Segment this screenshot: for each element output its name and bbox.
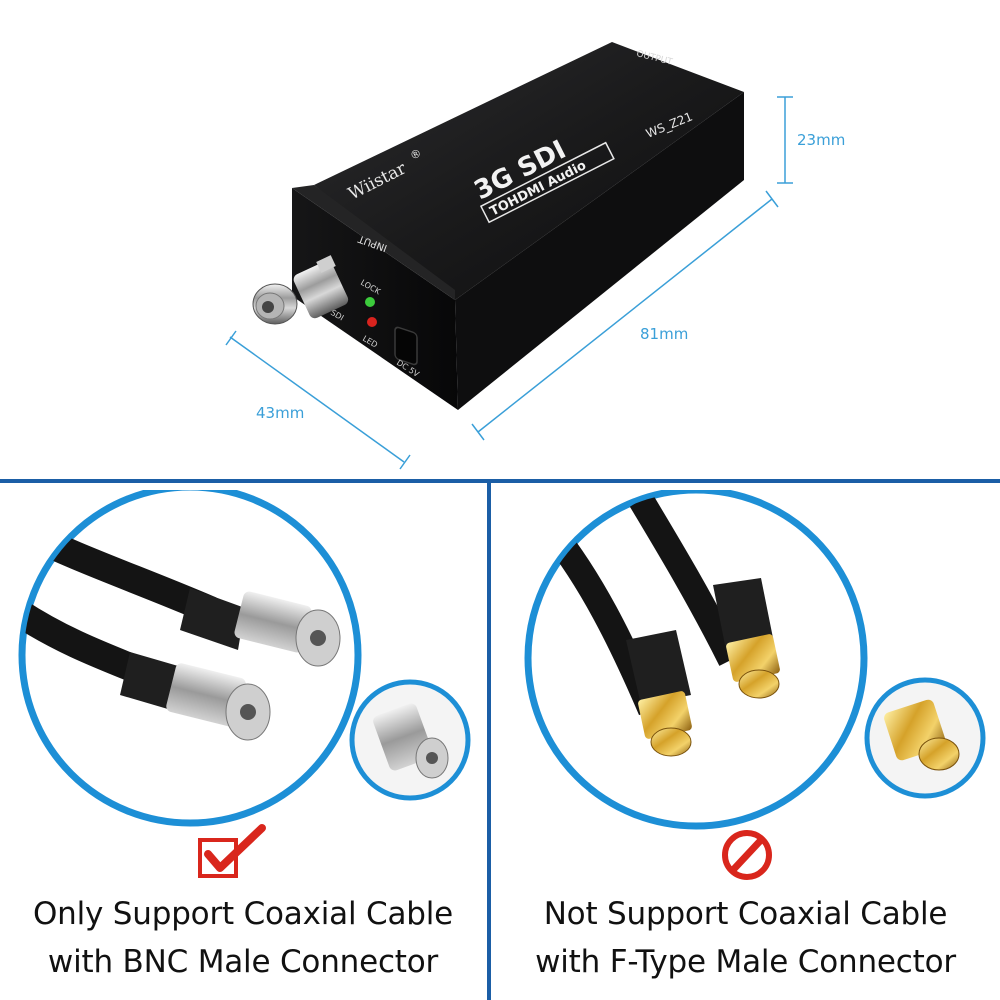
bnc-cable-panel [18,490,471,827]
dimension-width [225,330,411,470]
bnc-input-connector [252,255,349,325]
f-type-photo-circle [524,490,868,830]
bnc-caption-line-1: Only Support Coaxial Cable [32,896,454,932]
section-divider-horizontal [0,479,1000,483]
f-type-caption-line-1: Not Support Coaxial Cable [543,896,948,932]
bnc-support-caption: Only Support Coaxial Cable with BNC Male… [0,890,486,986]
dimension-height [777,96,793,184]
dimension-length [471,190,779,441]
converter-side-face [455,92,744,410]
bnc-zoom-circle [349,679,471,801]
converter-top-face [314,42,744,300]
f-type-connector-lower [638,691,692,757]
f-type-caption-line-2: with F-Type Male Connector [535,944,956,980]
dc-power-port [394,326,418,366]
bnc-caption-line-2: with BNC Male Connector [47,944,439,980]
prohibited-icon [722,830,772,880]
f-type-cable-panel [524,490,986,830]
bnc-connector-lower [166,663,271,741]
lock-led [365,297,375,307]
bnc-connector-upper [234,591,341,667]
power-led [367,317,377,327]
f-type-unsupported-caption: Not Support Coaxial Cable with F-Type Ma… [491,890,1000,986]
product-illustration: Wiistar ® 3G SDI TOHDMI Audio WS_Z21 OUT… [225,42,793,470]
width-dimension-label: 43mm [256,404,305,422]
section-divider-vertical [487,479,491,1000]
height-dimension-label: 23mm [797,131,846,149]
f-type-zoom-circle [864,677,986,799]
f-type-connector-upper [726,634,780,699]
check-mark-icon [198,824,266,878]
registered-mark: ® [408,146,424,163]
length-dimension-label: 81mm [640,325,689,343]
